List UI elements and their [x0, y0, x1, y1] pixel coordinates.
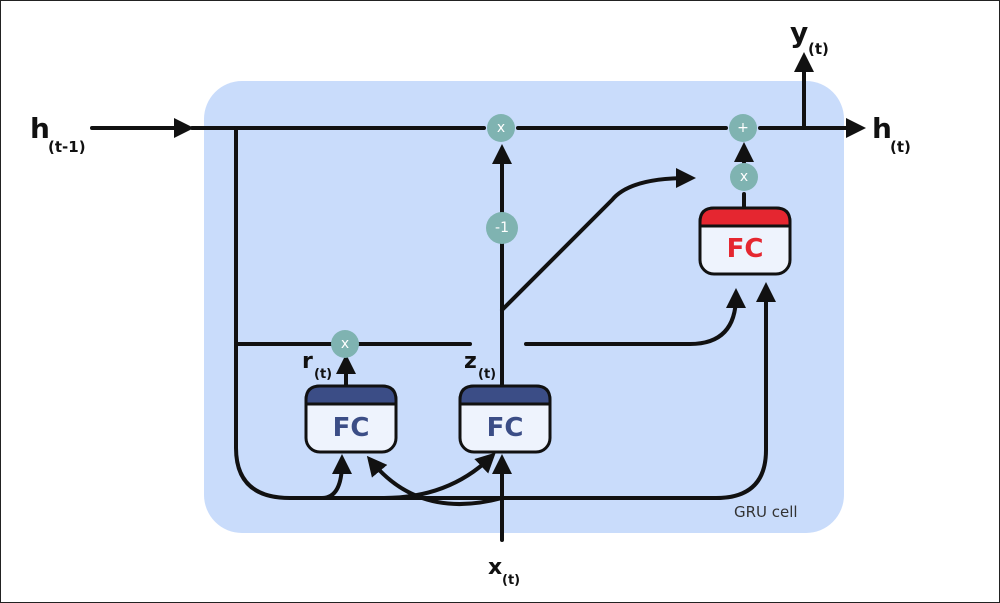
op-mul-top-symbol: x	[497, 120, 505, 136]
z-main: z	[464, 349, 477, 374]
op-mul-reset-symbol: x	[341, 336, 349, 352]
z-to-candidate-mul	[500, 168, 696, 312]
h-prev-main: h	[30, 112, 50, 145]
fc-box-reset: FC	[304, 384, 398, 454]
op-neg-one-symbol: -1	[495, 220, 509, 236]
h-prev-sub: (t-1)	[48, 138, 86, 156]
label-x-in: x (t)	[488, 555, 520, 588]
y-out-main: y	[790, 16, 808, 49]
z-sub: (t)	[478, 367, 496, 382]
r-main: r	[302, 349, 313, 374]
reset-to-candidate	[524, 288, 746, 346]
op-add: +	[729, 114, 757, 142]
fc-update-label: FC	[487, 413, 524, 443]
x-in-sub: (t)	[502, 573, 520, 588]
h-out-sub: (t)	[890, 138, 911, 156]
to-reset-fc	[320, 454, 352, 500]
label-r: r (t)	[302, 349, 332, 382]
fc-candidate-label: FC	[727, 234, 764, 264]
bottom-to-candidate	[498, 282, 776, 500]
h-prev-vertical	[234, 126, 502, 500]
op-mul-candidate: x	[730, 163, 758, 191]
to-update-fc	[382, 452, 496, 500]
fc-reset-label: FC	[333, 413, 370, 443]
op-add-symbol: +	[737, 120, 749, 136]
op-mul-candidate-symbol: x	[740, 169, 748, 185]
gru-cell-background	[204, 81, 844, 533]
y-out-sub: (t)	[808, 40, 829, 58]
label-h-out: h (t)	[872, 112, 911, 156]
op-mul-reset: x	[331, 330, 359, 358]
x-to-reset-fc	[366, 455, 504, 506]
wires	[90, 52, 866, 542]
op-neg-one: -1	[486, 212, 518, 244]
x-in-main: x	[488, 555, 502, 580]
r-sub: (t)	[314, 367, 332, 382]
label-y-out: y (t)	[790, 16, 829, 58]
fc-box-update: FC	[458, 384, 552, 454]
fc-box-candidate: FC	[698, 206, 792, 276]
h-out-main: h	[872, 112, 892, 145]
gru-cell-label: GRU cell	[734, 503, 798, 521]
label-z: z (t)	[464, 349, 496, 382]
label-h-prev: h (t-1)	[30, 112, 86, 156]
op-mul-top: x	[487, 114, 515, 142]
